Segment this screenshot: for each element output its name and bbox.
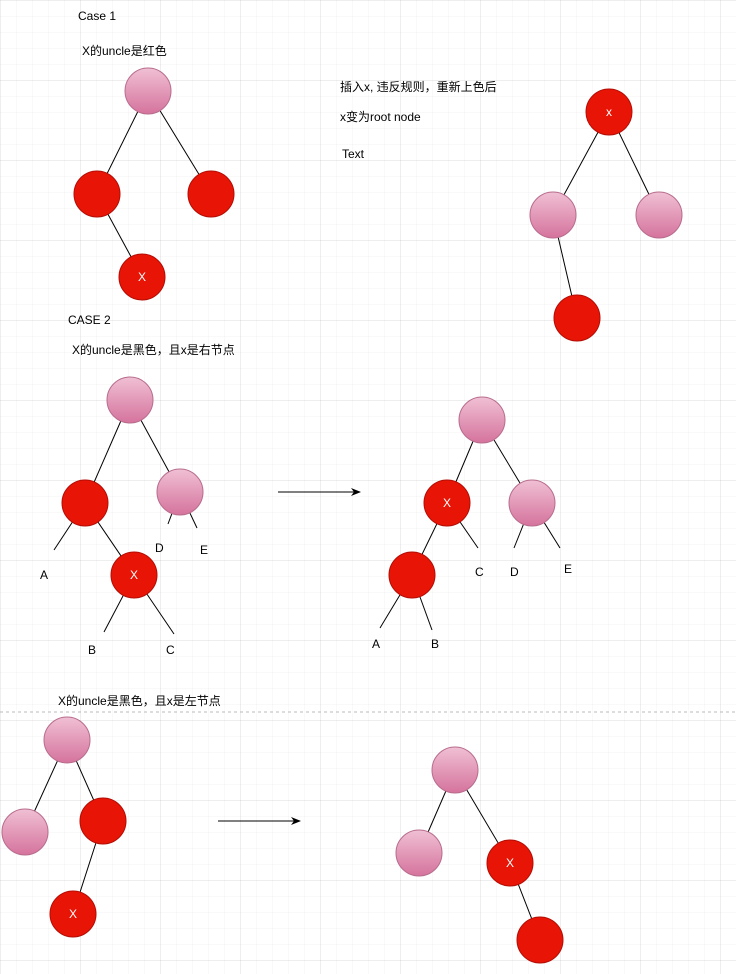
note-text: Text [342,147,365,161]
tree-node-pink[interactable] [431,746,479,794]
tree-node-pink[interactable] [635,191,683,239]
tree-node-pink[interactable] [529,191,577,239]
node-label-x: X [506,856,514,870]
leaf-label-b: B [88,643,97,657]
note-root-node: x变为root node [340,110,421,124]
leaf-label-d: D [155,541,164,555]
tree-node-x[interactable] [110,551,158,599]
tree-node-red[interactable] [187,170,235,218]
node-label-x: X [130,568,138,582]
tree-node-red[interactable] [388,551,436,599]
tree-node-x[interactable] [486,839,534,887]
tree-node-pink[interactable] [43,716,91,764]
tree-node-red[interactable] [553,294,601,342]
leaf-label-c: C [475,565,484,579]
note-recolor: 插入x, 违反规则，重新上色后 [340,80,497,94]
tree-node-pink[interactable] [458,396,506,444]
case2-left-tree: X [53,376,204,635]
leaf-label-b: B [431,637,440,651]
tree-node-red[interactable] [79,797,127,845]
leaf-label-a: A [40,568,49,582]
tree-node-red[interactable] [516,916,564,964]
leaf-label-c: C [166,643,175,657]
node-label-x: X [138,270,146,284]
tree-node-x[interactable] [49,890,97,938]
tree-node-x[interactable] [585,88,633,136]
tree-node-red[interactable] [61,479,109,527]
leaf-label-e: E [564,562,573,576]
case2-description: X的uncle是黑色，且x是右节点 [72,343,235,357]
leaf-label-d: D [510,565,519,579]
case3-left-tree: X [1,716,127,938]
node-label-x: x [606,105,612,119]
tree-node-pink[interactable] [1,808,49,856]
case2-title: CASE 2 [68,313,111,327]
tree-node-red[interactable] [73,170,121,218]
case1-title: Case 1 [78,9,117,23]
case2-right-tree: X [379,396,561,631]
tree-node-pink[interactable] [156,468,204,516]
tree-node-pink[interactable] [395,829,443,877]
case1-right-tree: x [529,88,683,342]
leaf-label-a: A [372,637,381,651]
case3-right-tree: X [395,746,564,964]
node-label-x: X [69,907,77,921]
tree-node-x[interactable] [423,479,471,527]
node-label-x: X [443,496,451,510]
tree-node-pink[interactable] [106,376,154,424]
case1-left-tree: X [73,67,235,301]
leaf-label-e: E [200,543,209,557]
tree-node-pink[interactable] [124,67,172,115]
tree-node-pink[interactable] [508,479,556,527]
tree-node-x[interactable] [118,253,166,301]
case3-description: X的uncle是黑色，且x是左节点 [58,694,221,708]
case1-description: X的uncle是红色 [82,44,167,58]
